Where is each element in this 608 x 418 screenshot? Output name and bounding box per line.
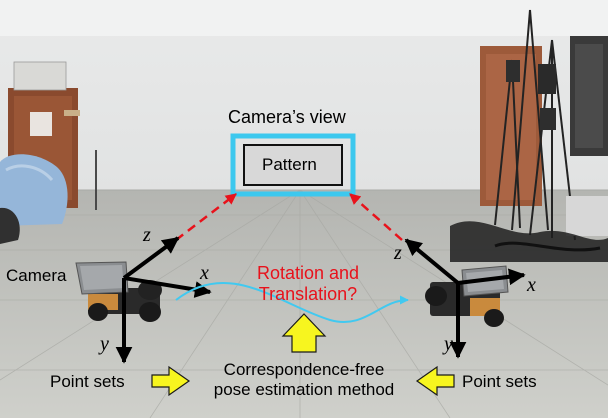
right-block-arrow (151, 365, 191, 397)
right-z-label: z (394, 242, 402, 264)
right-ray (349, 193, 403, 241)
point-sets-left-label: Point sets (50, 372, 125, 391)
right-z-axis (404, 238, 460, 285)
left-x-label: x (200, 262, 209, 284)
left-x-axis (123, 276, 212, 298)
left-y-label: y (100, 333, 109, 355)
left-ray (175, 193, 237, 241)
method-line-1: Correspondence-free (223, 360, 385, 379)
left-block-arrow (415, 365, 455, 397)
method-label: Correspondence-free pose estimation meth… (196, 360, 412, 400)
rotation-translation-question: Rotation and Translation? (244, 263, 372, 305)
camera-rays (175, 193, 403, 241)
rotation-line-1: Rotation and (256, 263, 360, 283)
yellow-arrows (151, 313, 455, 397)
right-y-label: y (444, 333, 453, 355)
camera-view-label: Camera’s view (228, 107, 346, 127)
camera-view-frame (230, 133, 356, 197)
pattern-label: Pattern (262, 155, 317, 174)
pattern-box (243, 144, 343, 186)
right-x-label: x (527, 274, 536, 296)
right-axes (404, 238, 526, 359)
right-x-axis (457, 268, 526, 286)
point-sets-right-label: Point sets (462, 372, 537, 391)
up-block-arrow (281, 313, 327, 353)
left-axes (115, 236, 212, 364)
left-z-label: z (143, 224, 151, 246)
method-line-2: pose estimation method (213, 380, 395, 399)
left-z-axis (122, 236, 180, 280)
camera-label: Camera (6, 266, 67, 285)
pattern-display (230, 133, 356, 197)
motion-curve (175, 281, 409, 323)
rotation-line-2: Translation? (258, 284, 358, 304)
